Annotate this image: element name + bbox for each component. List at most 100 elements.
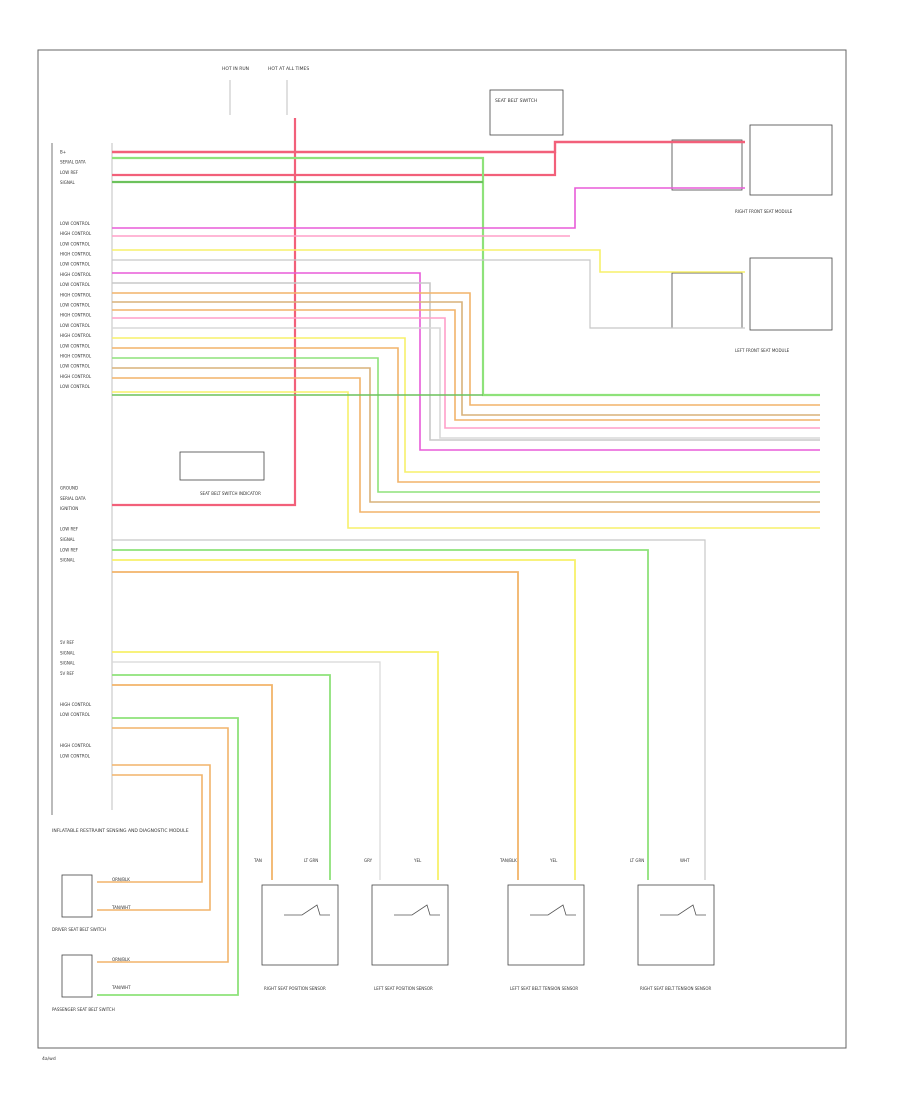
sensor-pin-2-0: TAN/BLK bbox=[499, 858, 517, 863]
left-switch-wire-0-0: ORN/BLK bbox=[112, 877, 130, 882]
module-label: INFLATABLE RESTRAINT SENSING AND DIAGNOS… bbox=[52, 828, 189, 834]
sensor-pin-1-0: GRY bbox=[364, 858, 373, 863]
sensor-label-0: RIGHT SEAT POSITION SENSOR bbox=[264, 986, 326, 991]
footer-code: 4a/wd bbox=[42, 1056, 56, 1062]
connector-lower-label-6: LOW REF bbox=[60, 547, 79, 552]
connector-lower-label-1: SERIAL DATA bbox=[60, 496, 86, 501]
left-switch-wire-1-0: ORN/BLK bbox=[112, 957, 130, 962]
wire-ignition bbox=[112, 118, 297, 507]
wire-lower-9 bbox=[97, 717, 239, 996]
sensor-2: LEFT SEAT BELT TENSION SENSOR TAN/BLK YEL bbox=[499, 858, 585, 991]
sensor-switch-1 bbox=[394, 904, 440, 916]
wire-lower-5 bbox=[112, 651, 439, 880]
sensor-pin-0-1: LT GRN bbox=[304, 858, 318, 863]
right-module-inner-bottom bbox=[671, 272, 743, 329]
wire-harness-8 bbox=[112, 347, 820, 483]
connector-label-3: SIGNAL bbox=[60, 180, 76, 185]
wire-lower-11 bbox=[97, 764, 211, 911]
sensor-pin-3-0: LT GRN bbox=[630, 858, 644, 863]
sensor-pin-1-1: YEL bbox=[413, 858, 422, 863]
connector-label-12: HIGH CONTROL bbox=[60, 272, 92, 277]
wire-harness-11 bbox=[112, 377, 820, 513]
connector-label-9: LOW CONTROL bbox=[60, 241, 91, 246]
sensor-box-1 bbox=[371, 884, 449, 966]
wire-harness-7 bbox=[112, 337, 820, 473]
connector-label-18: HIGH CONTROL bbox=[60, 333, 92, 338]
seat-belt-indicator-box bbox=[179, 451, 265, 481]
connector-lower-label-5: SIGNAL bbox=[60, 537, 76, 542]
connector-label-2: LOW REF bbox=[60, 170, 79, 175]
seat-belt-indicator-label: SEAT BELT SWITCH INDICATOR bbox=[200, 491, 261, 496]
wire-harness-1 bbox=[112, 282, 820, 441]
wire-lower-3 bbox=[112, 559, 576, 880]
wire-harness-4 bbox=[112, 309, 820, 421]
wire-lower-6 bbox=[112, 661, 381, 880]
sensor-label-3: RIGHT SEAT BELT TENSION SENSOR bbox=[640, 986, 711, 991]
connector-label-22: HIGH CONTROL bbox=[60, 374, 92, 379]
connector-label-7: LOW CONTROL bbox=[60, 221, 91, 226]
connector-label-10: HIGH CONTROL bbox=[60, 252, 92, 257]
wire-lower-8 bbox=[112, 684, 273, 880]
right-module-box-top bbox=[749, 124, 833, 196]
sensor-box-0 bbox=[261, 884, 339, 966]
right-module-box-bottom bbox=[749, 257, 833, 331]
seat-belt-switch-box bbox=[489, 89, 564, 136]
wire-lower-10 bbox=[97, 727, 229, 963]
seat-belt-switch-label: SEAT BELT SWITCH bbox=[495, 98, 537, 104]
wire-harness-0 bbox=[112, 272, 820, 451]
connector-label-8: HIGH CONTROL bbox=[60, 231, 92, 236]
sensor-box-3 bbox=[637, 884, 715, 966]
left-switch-wire-0-1: TAN/WHT bbox=[111, 905, 131, 910]
fuse-b-label: HOT AT ALL TIMES bbox=[268, 66, 309, 72]
sensor-label-1: LEFT SEAT POSITION SENSOR bbox=[374, 986, 433, 991]
connector-lower-label-18: 5V REF bbox=[60, 671, 75, 676]
connector-label-17: LOW CONTROL bbox=[60, 323, 91, 328]
sensor-1: LEFT SEAT POSITION SENSOR GRY YEL bbox=[364, 858, 449, 991]
sensor-0: RIGHT SEAT POSITION SENSOR TAN LT GRN bbox=[253, 858, 339, 991]
wire-harness-6 bbox=[112, 327, 820, 439]
sensor-box-2 bbox=[507, 884, 585, 966]
left-switch-box-1 bbox=[61, 954, 93, 998]
wire-yellow-1 bbox=[112, 249, 745, 273]
connector-lower-label-17: SIGNAL bbox=[60, 661, 76, 666]
wire-lower-1 bbox=[112, 539, 706, 880]
sensor-switch-2 bbox=[530, 904, 576, 916]
connector-lower-label-0: GROUND bbox=[60, 486, 78, 491]
sensor-switch-0 bbox=[284, 904, 330, 916]
connector-lower-label-15: 5V REF bbox=[60, 640, 75, 645]
connector-label-1: SERIAL DATA bbox=[60, 160, 86, 165]
diagram-frame bbox=[37, 49, 847, 1049]
right-module-inner-top bbox=[671, 139, 743, 191]
wire-lower-7 bbox=[112, 674, 331, 880]
connector-label-14: HIGH CONTROL bbox=[60, 292, 92, 297]
connector-label-15: LOW CONTROL bbox=[60, 303, 91, 308]
connector-lower-label-2: IGNITION bbox=[60, 506, 78, 511]
connector-label-11: LOW CONTROL bbox=[60, 262, 91, 267]
top-fuse-group: HOT IN RUN HOT AT ALL TIMES bbox=[222, 66, 309, 115]
connector-label-20: HIGH CONTROL bbox=[60, 354, 92, 359]
wire-serial-1 bbox=[112, 156, 820, 397]
connector-label-19: LOW CONTROL bbox=[60, 343, 91, 348]
connector-label-13: LOW CONTROL bbox=[60, 282, 91, 287]
sensor-label-2: LEFT SEAT BELT TENSION SENSOR bbox=[510, 986, 578, 991]
sensor-pin-2-1: YEL bbox=[549, 858, 558, 863]
wire-harness-5 bbox=[112, 317, 820, 429]
wire-grey-1 bbox=[112, 259, 745, 329]
wire-harness-2 bbox=[112, 292, 820, 406]
connector-label-0: B+ bbox=[60, 150, 66, 155]
wire-harness-9 bbox=[112, 357, 820, 493]
connector-lower-label-4: LOW REF bbox=[60, 527, 79, 532]
sensor-layer: RIGHT SEAT POSITION SENSOR TAN LT GRN LEFT … bbox=[253, 858, 715, 991]
sensor-pin-0-0: TAN bbox=[253, 858, 262, 863]
wire-harness-3 bbox=[112, 301, 820, 416]
wire-lower-4 bbox=[112, 571, 519, 880]
wire-layer: B+ SERIAL DATA LOW REF SIGNAL LOW CONTROL HIG… bbox=[60, 118, 820, 996]
wire-magenta-1 bbox=[112, 187, 745, 229]
sensor-switch-3 bbox=[660, 904, 706, 916]
left-switch-label-1: PASSENGER SEAT BELT SWITCH bbox=[52, 1007, 115, 1012]
left-module-label: LEFT FRONT SEAT MODULE bbox=[735, 348, 790, 353]
